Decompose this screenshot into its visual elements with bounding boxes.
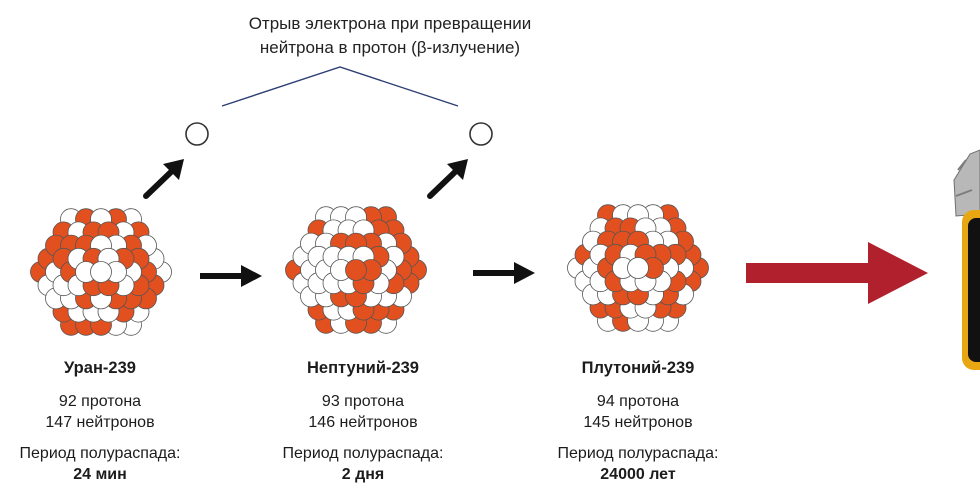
nucleus-neptunium: [285, 206, 427, 334]
proton-count: 94 протона: [596, 393, 680, 410]
caption-line-2: нейтрона в протон (β-излучение): [259, 38, 521, 57]
half-life-label: Период полураспада:: [557, 445, 719, 462]
nucleus-uranium: [30, 208, 172, 336]
result-arrow: [746, 242, 928, 304]
nucleus-info-neptunium: Нептуний-239 93 протона 146 нейтронов Пе…: [253, 358, 473, 485]
neutron-count: 146 нейтронов: [308, 414, 418, 431]
half-life-value: 24 мин: [73, 466, 127, 483]
neutron-count: 145 нейтронов: [583, 414, 693, 431]
nucleus-name: Нептуний-239: [306, 359, 419, 377]
beta-bracket-line: [221, 66, 459, 107]
proton-count: 92 протона: [58, 393, 142, 410]
nucleus-info-uranium: Уран-239 92 протона 147 нейтронов Период…: [0, 358, 210, 485]
half-life-value: 2 дня: [341, 466, 385, 483]
nucleus-name: Уран-239: [64, 359, 136, 377]
transition-arrow-1: [200, 265, 262, 287]
half-life-label: Период полураспада:: [282, 445, 444, 462]
half-life-label: Период полураспада:: [19, 445, 181, 462]
transition-arrow-2: [473, 262, 535, 284]
warhead-device-icon: [953, 149, 980, 370]
caption-line-1: Отрыв электрона при превращении: [248, 14, 532, 33]
nucleus-plutonium: [567, 204, 709, 332]
proton-ball: [345, 259, 367, 281]
nucleus-info-plutonium: Плутоний-239 94 протона 145 нейтронов Пе…: [528, 358, 748, 485]
nucleus-name: Плутоний-239: [581, 359, 695, 377]
electron-icon: [185, 122, 209, 146]
half-life-value: 24000 лет: [600, 466, 676, 483]
neutron-ball: [90, 261, 112, 283]
neutron-ball: [627, 257, 649, 279]
neutron-count: 147 нейтронов: [45, 414, 155, 431]
emission-arrow-1: [143, 159, 184, 199]
proton-count: 93 протона: [321, 393, 405, 410]
electron-icon: [469, 122, 493, 146]
beta-emission-caption: Отрыв электрона при превращении нейтрона…: [200, 12, 580, 60]
emission-arrow-2: [427, 159, 468, 199]
